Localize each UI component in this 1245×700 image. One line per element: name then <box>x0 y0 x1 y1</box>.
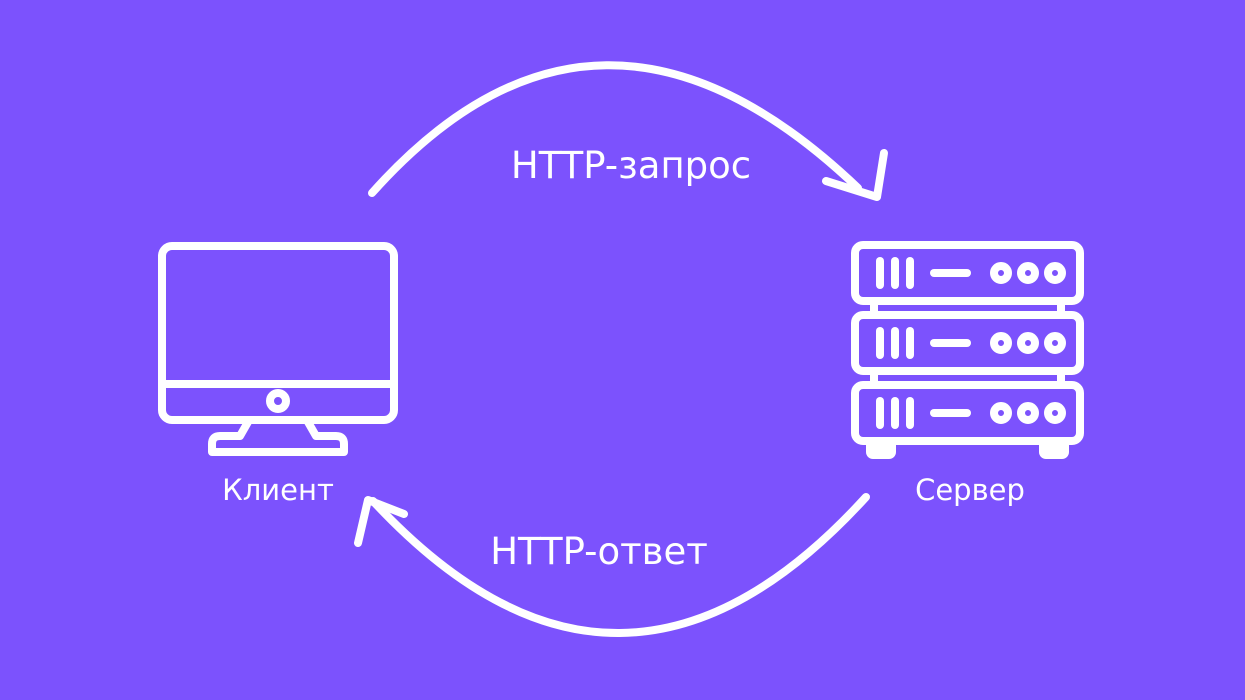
server-connectors <box>870 297 1065 389</box>
response-arrowhead <box>354 496 408 547</box>
client-label: Клиент <box>222 473 334 507</box>
request-arrow-label: HTTP-запрос <box>510 144 752 187</box>
request-arrowhead <box>822 149 888 201</box>
monitor-stand <box>208 418 348 456</box>
monitor-power-button <box>266 389 290 413</box>
monitor-screen <box>158 242 398 424</box>
monitor-icon <box>158 242 398 456</box>
server-unit-3 <box>851 381 1084 445</box>
response-arrow-curve <box>369 493 870 637</box>
response-arrow <box>354 493 870 637</box>
response-arrow-label: HTTP-ответ <box>490 530 708 573</box>
server-rack-icon <box>851 241 1084 459</box>
server-label: Сервер <box>915 473 1025 507</box>
server-unit-2 <box>851 311 1084 375</box>
server-unit-1 <box>851 241 1084 305</box>
server-feet <box>866 437 1069 459</box>
request-arrow <box>368 61 888 201</box>
request-arrow-curve <box>368 61 862 197</box>
